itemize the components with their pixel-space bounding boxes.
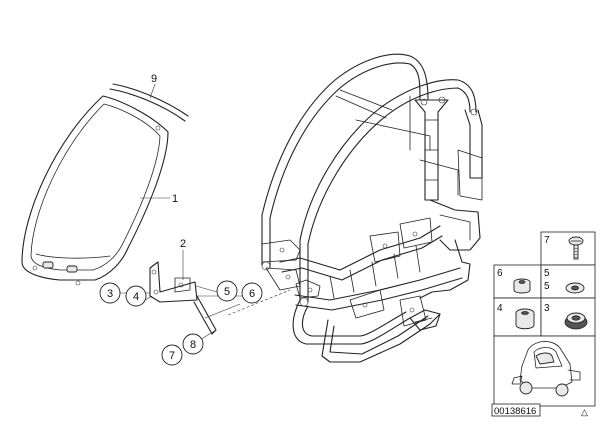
main-frame-structure — [261, 53, 483, 363]
callout-7: 7 — [161, 344, 183, 366]
svg-text:3: 3 — [107, 288, 113, 300]
svg-text:4: 4 — [133, 291, 139, 303]
bracket-part — [149, 261, 217, 335]
corner-triangle-icon: △ — [581, 407, 588, 417]
svg-text:8: 8 — [190, 339, 196, 351]
part-label-1: 1 — [172, 193, 178, 205]
callout-3: 3 — [99, 282, 121, 304]
svg-text:6: 6 — [249, 288, 255, 300]
callout-4: 4 — [125, 285, 147, 307]
callout-5: 5 — [216, 280, 238, 302]
washer-icon — [565, 282, 585, 294]
figure-number: 00138616 — [494, 406, 536, 417]
grommet-icon — [564, 312, 588, 330]
legend-number-3: 3 — [544, 303, 550, 314]
legend-number-5-top: 5 — [544, 268, 550, 279]
part-label-2: 2 — [180, 238, 186, 250]
rubber-mount-icon — [515, 308, 535, 330]
svg-text:5: 5 — [224, 286, 230, 298]
part-label-9: 9 — [151, 73, 157, 85]
svg-text:7: 7 — [169, 350, 175, 362]
scooter-thumbnail — [511, 341, 581, 397]
callout-8: 8 — [182, 333, 204, 355]
callout-6: 6 — [241, 282, 263, 304]
legend-number-5-bottom: 5 — [544, 281, 550, 292]
windshield-part — [21, 95, 169, 286]
legend-number-7: 7 — [544, 235, 550, 246]
bushing-icon — [513, 278, 531, 294]
legend-number-4: 4 — [497, 303, 503, 314]
screw-icon — [568, 236, 584, 260]
seal-strip-part — [109, 83, 189, 122]
legend-number-6: 6 — [497, 268, 503, 279]
